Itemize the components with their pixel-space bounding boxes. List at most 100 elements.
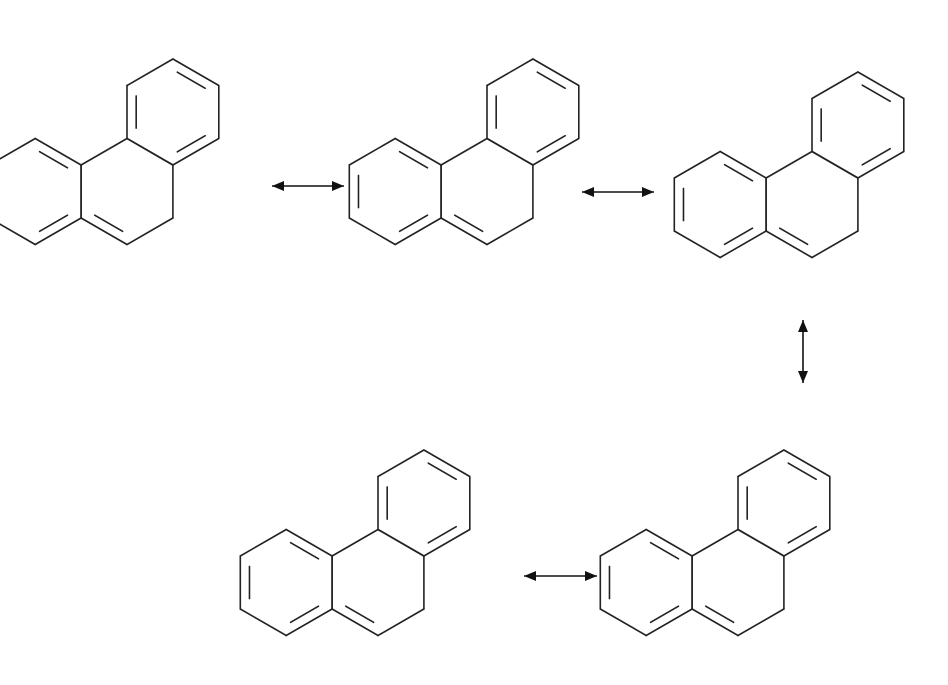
bond — [599, 608, 648, 637]
bond — [0, 223, 37, 246]
double-bond-inner-line — [536, 134, 567, 153]
bond — [599, 528, 648, 557]
bond — [645, 608, 693, 637]
phenanthrene-structure-2 — [348, 58, 580, 246]
resonance-arrow-s4-s5 — [524, 571, 597, 581]
bond — [377, 528, 425, 557]
arrow-head-end — [642, 187, 654, 197]
bond — [239, 528, 288, 557]
bond — [423, 449, 471, 478]
double-bond-inner-line — [427, 525, 458, 544]
bond — [857, 71, 905, 100]
phenanthrene-structure-1 — [0, 58, 220, 246]
structures-group — [0, 58, 905, 637]
double-bond-inner-line — [176, 71, 207, 90]
bond — [673, 150, 722, 179]
bond — [239, 608, 288, 637]
arrow-head-start — [524, 571, 536, 581]
bond — [811, 230, 859, 259]
double-bond-inner-line — [427, 462, 458, 481]
bond — [172, 58, 220, 87]
bond — [440, 137, 488, 166]
bond — [691, 608, 739, 637]
double-bond-inner-line — [38, 214, 69, 233]
double-bond-inner-line — [704, 605, 735, 624]
bond — [532, 137, 580, 166]
bond — [719, 230, 767, 259]
arrow-head-start — [272, 181, 284, 191]
bond — [285, 608, 333, 637]
bond — [377, 449, 425, 478]
bond — [172, 137, 220, 166]
double-bond-inner-line — [649, 605, 680, 624]
double-bond-inner-line — [861, 147, 892, 166]
bond — [377, 608, 425, 637]
bond — [811, 150, 859, 179]
double-bond-inner-line — [176, 134, 207, 153]
double-bond-inner-line — [861, 84, 892, 103]
arrow-head-end — [585, 571, 597, 581]
double-bond-inner-line — [289, 605, 320, 624]
bond — [857, 150, 905, 179]
double-bond-inner-line — [649, 541, 680, 560]
arrow-head-start — [798, 320, 808, 332]
bond — [783, 528, 831, 557]
bond — [486, 217, 534, 246]
bond — [532, 58, 580, 87]
phenanthrene-structure-5 — [599, 449, 831, 637]
bond — [331, 608, 379, 637]
resonance-arrow-s1-s2 — [272, 181, 344, 191]
double-bond-inner-line — [787, 525, 818, 544]
bond — [765, 150, 813, 179]
bond — [737, 449, 785, 478]
bond — [737, 528, 785, 557]
arrow-head-end — [332, 181, 344, 191]
bond — [783, 449, 831, 478]
double-bond-inner-line — [723, 163, 754, 182]
bond — [0, 137, 37, 160]
phenanthrene-structure-3 — [673, 71, 905, 259]
bond — [285, 528, 333, 557]
bond — [811, 71, 859, 100]
double-bond-inner-line — [38, 150, 69, 169]
bond — [348, 137, 397, 166]
bond — [394, 137, 442, 166]
bond — [719, 150, 767, 179]
bond — [486, 137, 534, 166]
double-bond-inner-line — [778, 227, 809, 246]
double-bond-inner-line — [723, 227, 754, 246]
arrow-head-start — [582, 187, 594, 197]
arrows-group — [272, 181, 808, 581]
double-bond-inner-line — [398, 214, 429, 233]
bond — [645, 528, 693, 557]
resonance-arrow-s3-s5 — [798, 320, 808, 383]
bond — [423, 528, 471, 557]
bond — [348, 217, 397, 246]
bond — [34, 137, 82, 166]
double-bond-inner-line — [289, 541, 320, 560]
bond — [394, 217, 442, 246]
bond — [440, 217, 488, 246]
bond — [80, 217, 128, 246]
bond — [80, 137, 128, 166]
double-bond-inner-line — [453, 214, 484, 233]
bond — [691, 528, 739, 557]
bond — [126, 217, 174, 246]
double-bond-inner-line — [536, 71, 567, 90]
resonance-arrow-s2-s3 — [582, 187, 654, 197]
arrow-head-end — [798, 371, 808, 383]
double-bond-inner-line — [344, 605, 375, 624]
bond — [673, 230, 722, 259]
double-bond-inner-line — [787, 462, 818, 481]
bond — [765, 230, 813, 259]
bond — [331, 528, 379, 557]
bond — [126, 137, 174, 166]
double-bond-inner-line — [398, 150, 429, 169]
bond — [486, 58, 534, 87]
bond — [126, 58, 174, 87]
phenanthrene-structure-4 — [239, 449, 471, 637]
bond — [34, 217, 82, 246]
bond — [737, 608, 785, 637]
